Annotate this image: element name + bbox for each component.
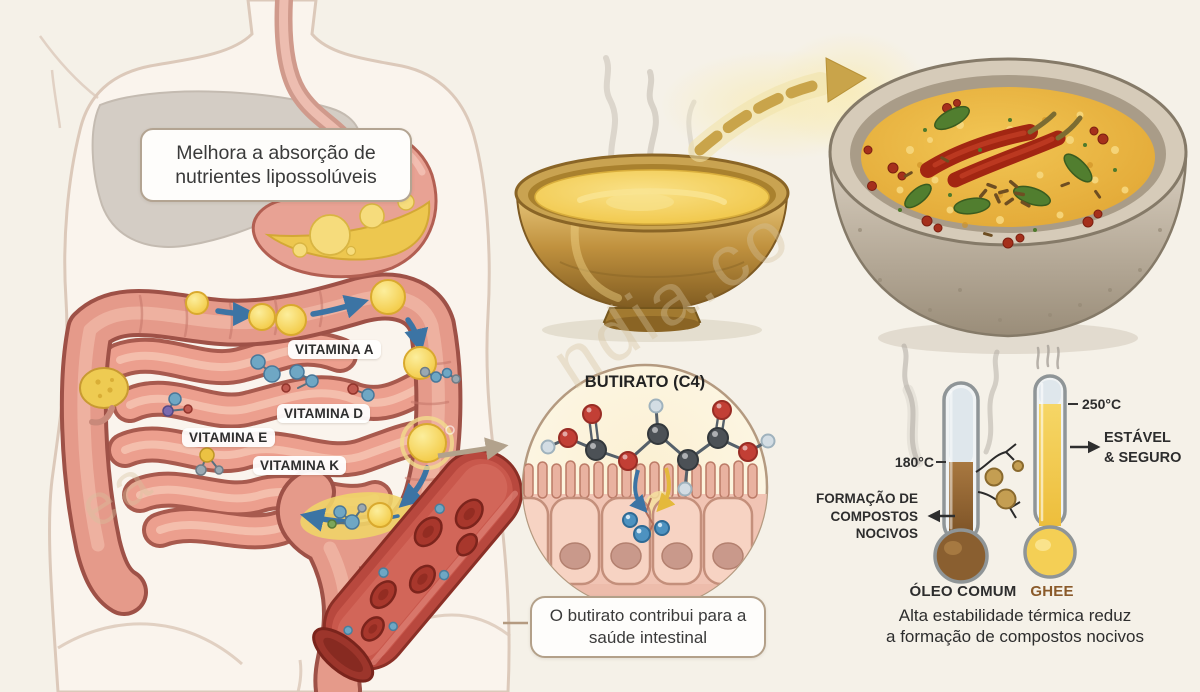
heat-marks-icon	[1036, 344, 1060, 370]
villi-fringe	[523, 460, 758, 499]
vitamin-k-label: VITAMINA K	[253, 456, 347, 475]
absorption-label: Melhora a absorção de nutrientes liposso…	[175, 141, 377, 188]
vitamin-d-label: VITAMINA D	[277, 404, 371, 423]
butyrate-caption: O butirato contribui para a saúde intest…	[530, 596, 766, 658]
thermal-stability-caption: Alta estabilidade térmica reduz a formaç…	[853, 605, 1177, 648]
butyrate-caption-text: O butirato contribui para a saúde intest…	[549, 606, 747, 647]
oil-warning-label: FORMAÇÃO DE COMPOSTOS NOCIVOS	[800, 490, 918, 543]
harmful-compound-cracks	[975, 443, 1021, 519]
cumin-seeds	[903, 156, 1102, 237]
smoke-icon	[901, 343, 1000, 468]
ghee-status-line2: & SEGURO	[1104, 449, 1182, 466]
ghee-status-line1: ESTÁVEL	[1104, 430, 1171, 446]
blood-vessel-illustration	[312, 449, 523, 683]
ghee-status-label: ESTÁVEL & SEGURO	[1104, 429, 1181, 468]
ghee-temp-label: 250°C	[1082, 396, 1122, 412]
ghee-name-label: GHEE	[1030, 583, 1074, 600]
oil-name-label: ÓLEO COMUM	[909, 583, 1017, 600]
butyrate-molecule	[540, 398, 776, 497]
oil-warning-line1: FORMAÇÃO DE	[816, 491, 918, 506]
vitamin-e-label: VITAMINA E	[182, 428, 275, 447]
thermal-caption-line1: Alta estabilidade térmica reduz	[898, 606, 1132, 625]
epithelial-cells	[523, 496, 754, 586]
red-blood-cells	[360, 498, 484, 642]
yellow-absorb-arrow-icon	[656, 467, 676, 513]
butyrate-title: BUTIRATO (C4)	[584, 373, 706, 391]
thermal-caption-line2: a formação de compostos nocivos	[886, 627, 1144, 647]
vitamin-a-label: VITAMINA A	[288, 340, 381, 359]
curry-leaves	[904, 105, 1093, 215]
ghee-bowl-illustration	[514, 55, 790, 342]
absorption-callout: Melhora a absorção de nutrientes liposso…	[140, 128, 412, 202]
esophagus-illustration	[274, 0, 349, 143]
dal-bowl-illustration	[828, 57, 1188, 354]
butyrate-balls	[622, 512, 670, 543]
inset-pointer-arrow-icon	[437, 437, 509, 461]
blue-absorb-arrow-icon	[629, 469, 648, 513]
thermometer-ghee	[1023, 344, 1101, 579]
vitamin-molecules	[162, 354, 461, 530]
oil-temp-label: 180°C	[894, 454, 934, 470]
oil-warning-line3: NOCIVOS	[855, 526, 918, 542]
oil-warning-line2: COMPOSTOS	[830, 508, 918, 524]
thermometer-oil	[901, 343, 1024, 584]
dried-chilis	[920, 111, 1083, 188]
